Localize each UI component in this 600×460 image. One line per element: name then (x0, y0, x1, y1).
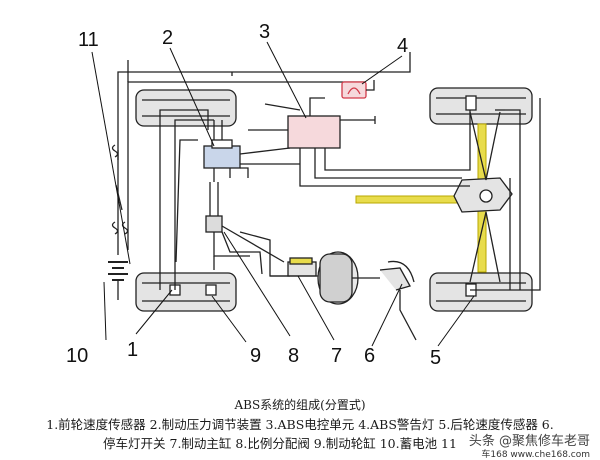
caption-legend-line-2: 停车灯开关 7.制动主缸 8.比例分配阀 9.制动轮缸 10.蓄电池 11 (103, 436, 457, 451)
site-watermark: 车168 www.che168.com (481, 450, 590, 460)
callout-9: 9 (250, 345, 261, 367)
driveshaft (355, 123, 487, 273)
warning-lamp-icon (341, 80, 375, 99)
callout-6: 6 (364, 345, 375, 367)
callout-10: 10 (66, 345, 88, 367)
caption-title: ABS系统的组成(分置式) (234, 398, 366, 412)
callout-3: 3 (259, 21, 270, 43)
wiring (117, 52, 541, 291)
brake-pedal (379, 260, 415, 291)
callout-1: 1 (127, 339, 138, 361)
caption-legend-line-1: 1.前轮速度传感器 2.制动压力调节装置 3.ABS电控单元 4.ABS警告灯 … (46, 417, 554, 432)
rear-left-wheel (135, 272, 237, 312)
front-left-wheel (135, 89, 237, 127)
rear-right-wheel (429, 272, 533, 312)
battery-icon (108, 261, 128, 300)
pressure-modulator (203, 139, 249, 182)
master-cylinder (270, 257, 318, 277)
fuse-icon (111, 144, 119, 158)
brake-booster (317, 251, 380, 305)
callout-8: 8 (288, 345, 299, 367)
watermark: 头条 @聚焦修车老哥 (466, 430, 592, 449)
differential (453, 177, 513, 213)
callout-7: 7 (331, 345, 342, 367)
callout-2: 2 (162, 27, 173, 49)
callout-4: 4 (397, 35, 408, 57)
callout-5: 5 (430, 347, 441, 369)
abs-ecu-box (287, 115, 341, 149)
callout-11: 11 (78, 29, 99, 51)
front-right-wheel (429, 87, 533, 125)
